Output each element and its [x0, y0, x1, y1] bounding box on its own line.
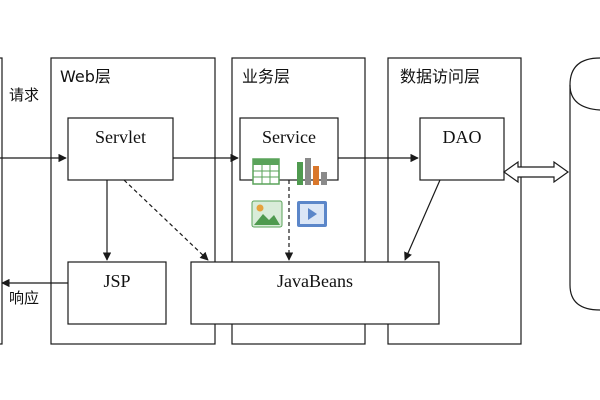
web-layer-title: Web层	[60, 67, 111, 86]
bar-chart-icon	[297, 158, 327, 185]
dao-database-double-arrow	[502, 160, 570, 184]
jsp-box	[67, 261, 167, 325]
table-icon	[252, 158, 280, 185]
servlet-to-javabeans-dashed-arrow	[123, 179, 209, 261]
servlet-box	[67, 117, 174, 181]
image-icon	[251, 200, 283, 228]
business-layer-title: 业务层	[242, 67, 290, 86]
web-layer-box	[50, 57, 216, 345]
dao-to-javabeans-arrow	[404, 179, 441, 261]
business-layer-box	[231, 57, 366, 345]
jsp-label: JSP	[103, 271, 130, 291]
response-label: 响应	[9, 289, 39, 307]
request-label: 请求	[9, 86, 39, 104]
client-box	[0, 57, 3, 345]
service-label: Service	[262, 127, 316, 147]
data-layer-title: 数据访问层	[400, 67, 480, 86]
javabeans-box	[190, 261, 440, 325]
dao-box	[419, 117, 505, 181]
video-icon	[297, 201, 327, 227]
database-cylinder	[569, 57, 600, 311]
javabeans-label: JavaBeans	[277, 271, 353, 291]
servlet-label: Servlet	[95, 127, 146, 147]
data-layer-box	[387, 57, 522, 345]
dao-label: DAO	[443, 127, 482, 147]
